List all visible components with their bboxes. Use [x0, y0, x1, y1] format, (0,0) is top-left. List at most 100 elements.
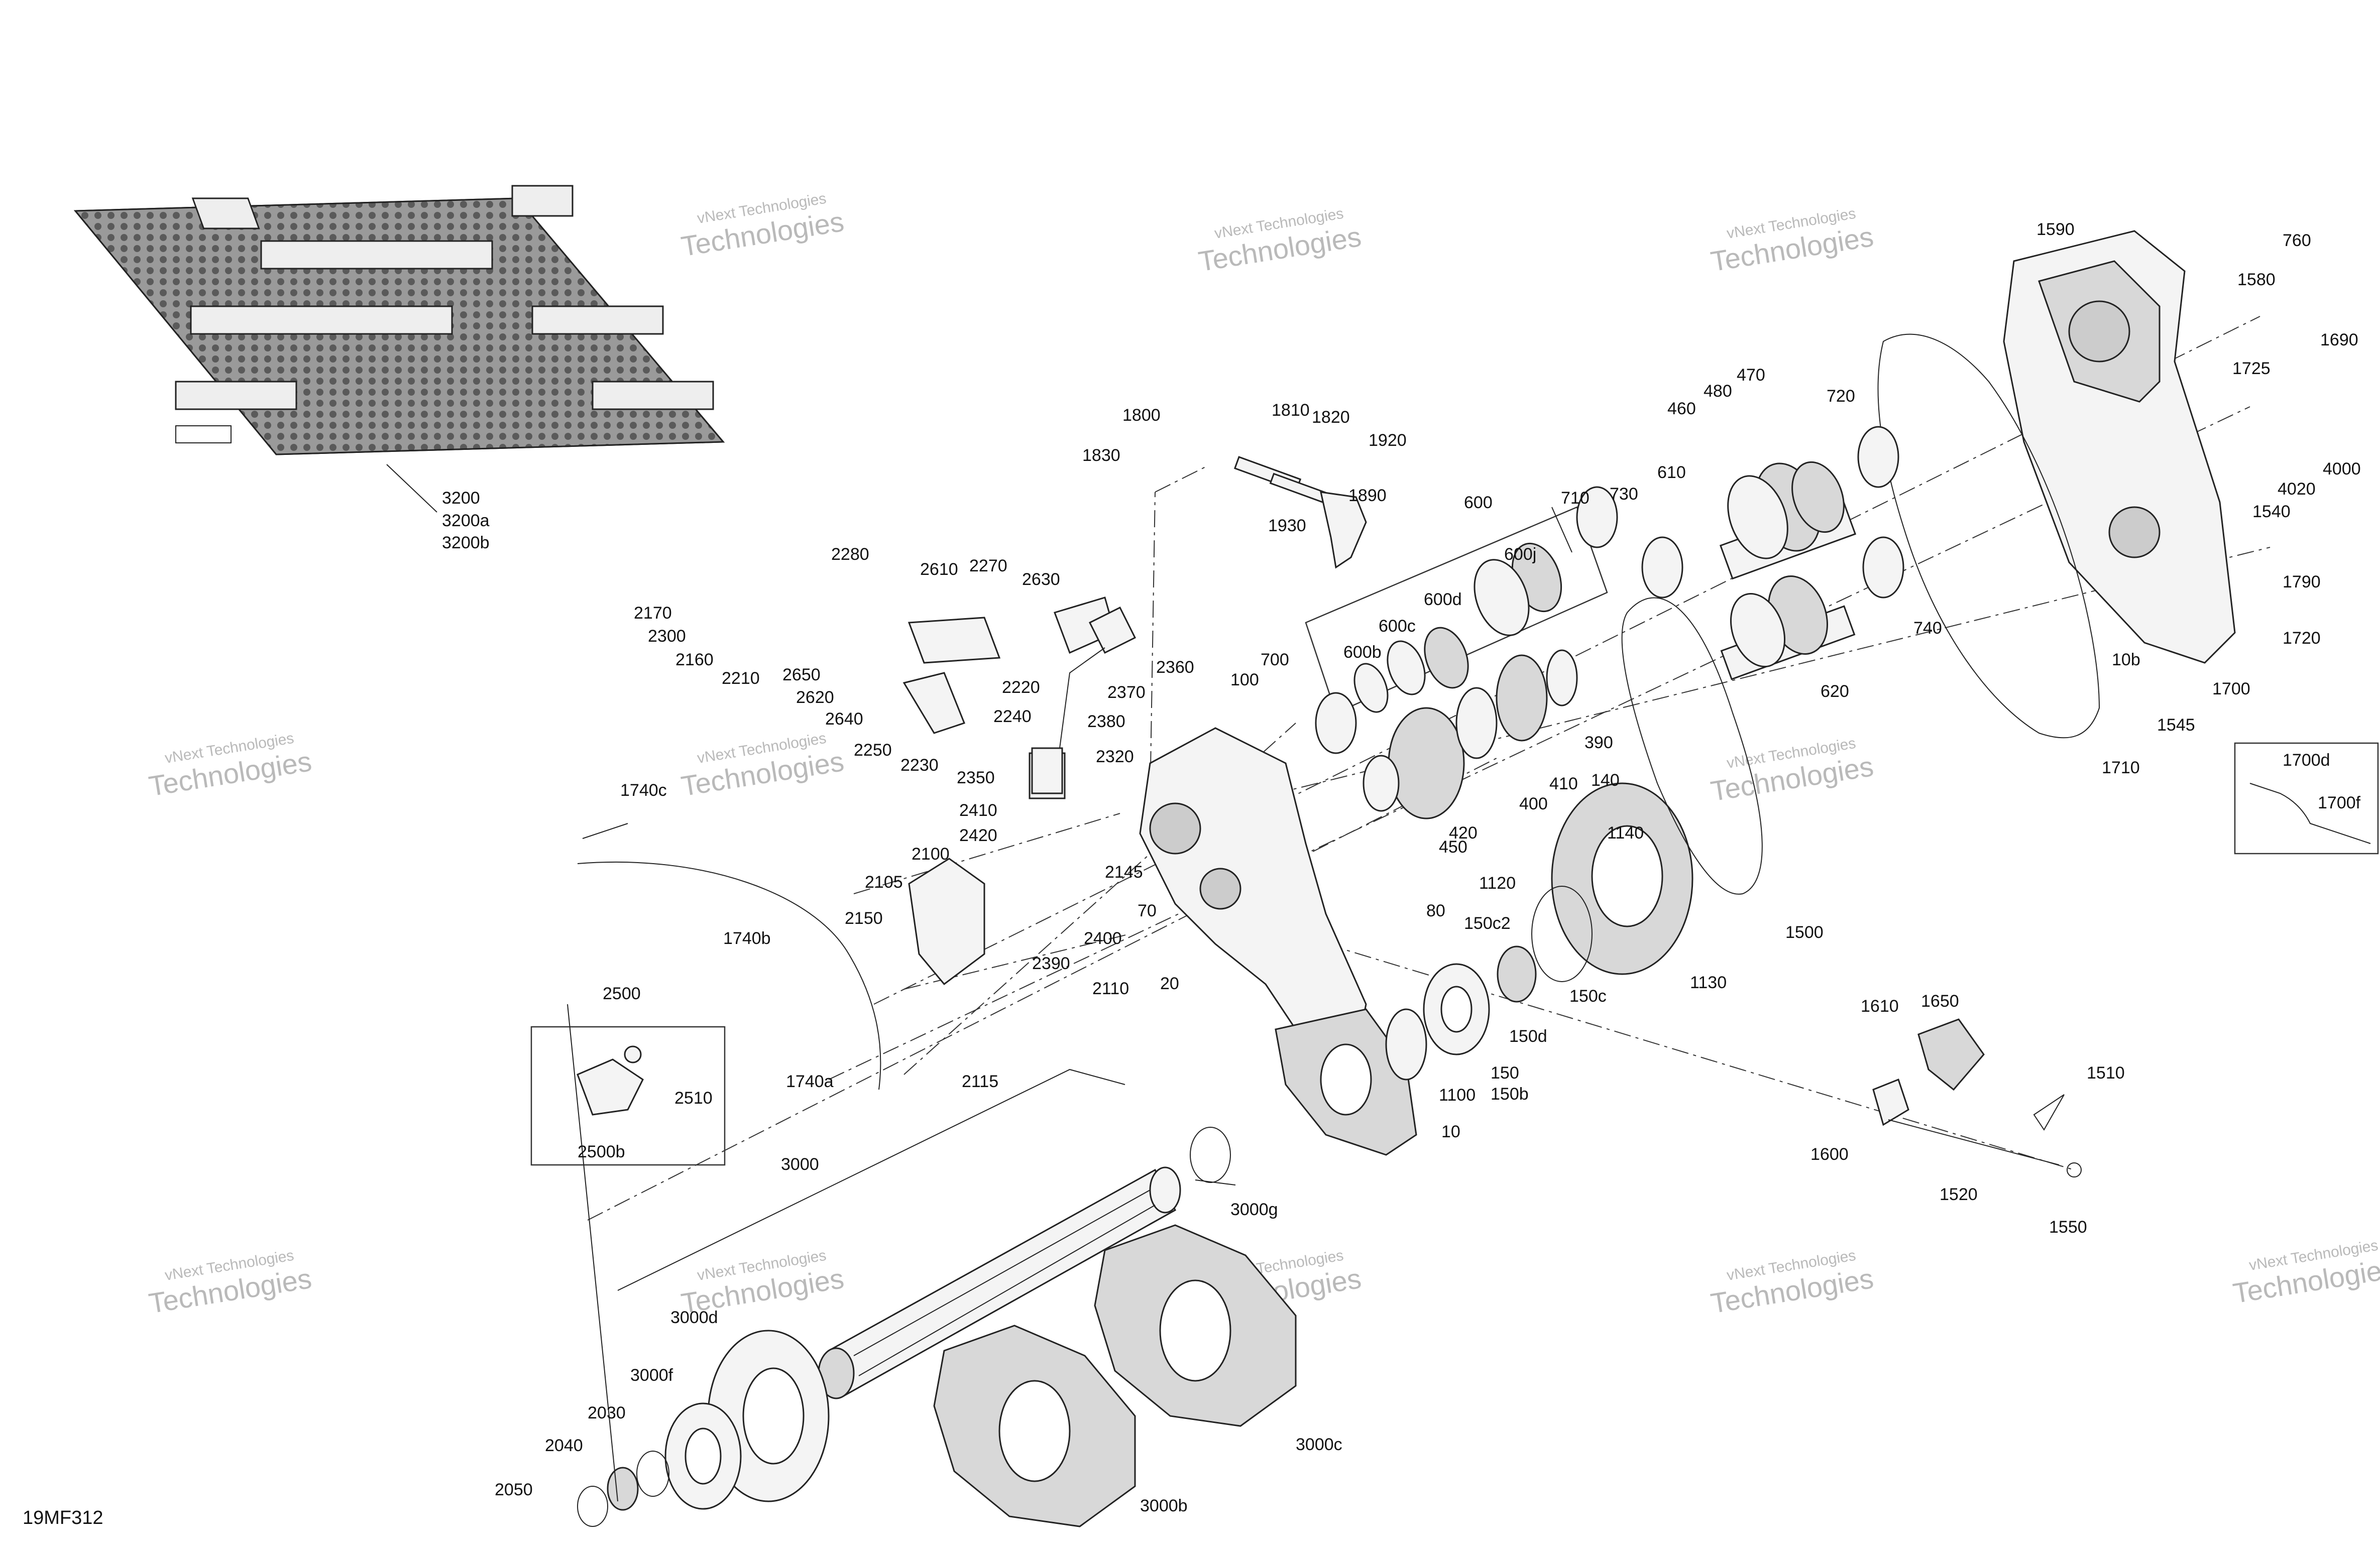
label-2110: 2110: [1092, 979, 1129, 998]
label-2500: 2500: [603, 984, 641, 1003]
breather-hose-group: [2234, 742, 2379, 855]
hose-1740b: [577, 862, 881, 1090]
label-1890: 1890: [1348, 486, 1387, 505]
label-710: 710: [1561, 489, 1590, 508]
label-4020: 4020: [2278, 480, 2316, 499]
label-2250: 2250: [854, 741, 892, 760]
label-2100: 2100: [912, 845, 950, 864]
label-1700d: 1700d: [2283, 751, 2330, 770]
label-1650: 1650: [1921, 992, 1959, 1011]
watermark: vNext Technologies Technologies: [2231, 1237, 2380, 1310]
label-1520: 1520: [1940, 1185, 1978, 1204]
watermark: vNext Technologies Technologies: [679, 730, 846, 802]
label-1930: 1930: [1268, 516, 1306, 535]
label-1550: 1550: [2049, 1218, 2087, 1237]
label-1700: 1700: [2212, 679, 2250, 698]
label-3200b: 3200b: [442, 533, 490, 552]
label-720: 720: [1827, 387, 1855, 406]
label-2650: 2650: [782, 665, 821, 684]
label-2150: 2150: [845, 909, 883, 928]
label-3000b: 3000b: [1140, 1496, 1188, 1515]
label-150: 150: [1491, 1063, 1519, 1083]
label-2240: 2240: [993, 707, 1032, 726]
label-1610: 1610: [1861, 997, 1899, 1016]
label-1800: 1800: [1122, 406, 1161, 425]
watermark: vNext Technologies Technologies: [679, 190, 846, 263]
label-2220: 2220: [1002, 678, 1040, 697]
label-2400: 2400: [1084, 929, 1122, 948]
label-760: 760: [2283, 231, 2311, 250]
label-3000f: 3000f: [630, 1366, 673, 1385]
label-2410: 2410: [959, 801, 997, 820]
label-450: 450: [1439, 838, 1467, 857]
shaft-610: [1719, 461, 1857, 580]
label-1590: 1590: [2036, 220, 2075, 239]
gasket-1710: [1877, 333, 2100, 739]
label-1500: 1500: [1785, 923, 1824, 942]
label-150c2: 150c2: [1464, 914, 1511, 933]
label-2500b: 2500b: [578, 1142, 625, 1161]
shift-fork-group: [1233, 456, 1367, 569]
label-470: 470: [1737, 366, 1765, 385]
label-420: 420: [1449, 823, 1478, 843]
label-2640: 2640: [825, 709, 863, 729]
label-2040: 2040: [545, 1436, 583, 1455]
valve-2350: [1031, 606, 1137, 794]
label-3200a: 3200a: [442, 511, 490, 530]
label-1740a: 1740a: [786, 1072, 834, 1091]
track-3200: [73, 185, 725, 455]
label-2115: 2115: [962, 1072, 998, 1091]
label-1810: 1810: [1272, 401, 1310, 420]
label-1540: 1540: [2252, 502, 2291, 521]
watermark: vNext Technologies Technologies: [147, 730, 314, 802]
label-610: 610: [1657, 463, 1686, 482]
label-2145: 2145: [1105, 863, 1143, 882]
ring-2050: [577, 1486, 608, 1527]
label-2170: 2170: [634, 604, 672, 623]
label-1510: 1510: [2087, 1063, 2125, 1083]
label-600c: 600c: [1379, 617, 1416, 636]
label-1725: 1725: [2232, 359, 2271, 378]
shaft-620: [1720, 575, 1856, 680]
bearing-stack-150: [1385, 886, 1593, 1081]
sprocket-3000c: [1094, 1224, 1297, 1427]
label-2105: 2105: [865, 873, 903, 892]
watermark: vNext Technologies Technologies: [1196, 205, 1364, 278]
label-2420: 2420: [959, 826, 997, 845]
label-150d: 150d: [1509, 1027, 1547, 1046]
bearing-3000f: [664, 1402, 742, 1510]
label-1600: 1600: [1810, 1145, 1849, 1164]
label-460: 460: [1667, 399, 1696, 418]
label-600d: 600d: [1424, 590, 1462, 609]
label-700: 700: [1261, 650, 1289, 669]
inner-cover-10: [1275, 1008, 1417, 1156]
figure-code: 19MF312: [23, 1507, 103, 1528]
label-4000: 4000: [2323, 459, 2361, 479]
release-parts-1600: [1872, 1018, 2082, 1177]
label-20: 20: [1160, 974, 1179, 993]
label-2390: 2390: [1032, 954, 1070, 973]
label-1740c: 1740c: [620, 781, 667, 800]
label-10b: 10b: [2112, 650, 2140, 669]
watermark: vNext Technologies Technologies: [1709, 735, 1876, 807]
label-740: 740: [1913, 619, 1942, 638]
label-1720: 1720: [2283, 629, 2321, 648]
label-2630: 2630: [1022, 570, 1060, 589]
label-70: 70: [1138, 901, 1157, 920]
label-600b: 600b: [1343, 643, 1382, 662]
sprocket-1130: [1551, 782, 1693, 975]
label-2160: 2160: [675, 650, 714, 669]
fitting-1740c: [582, 823, 628, 839]
leader-lines: [386, 464, 1572, 1502]
label-2270: 2270: [969, 556, 1007, 575]
shaft-assembly-600-box: [1305, 506, 1608, 714]
gear-stack: [1315, 426, 1904, 819]
label-100: 100: [1230, 670, 1259, 689]
nut-2040: [607, 1467, 639, 1511]
label-2050: 2050: [495, 1480, 533, 1499]
label-2300: 2300: [648, 627, 686, 646]
label-2360: 2360: [1156, 658, 1194, 677]
label-80: 80: [1426, 901, 1445, 920]
label-150b: 150b: [1491, 1085, 1529, 1104]
